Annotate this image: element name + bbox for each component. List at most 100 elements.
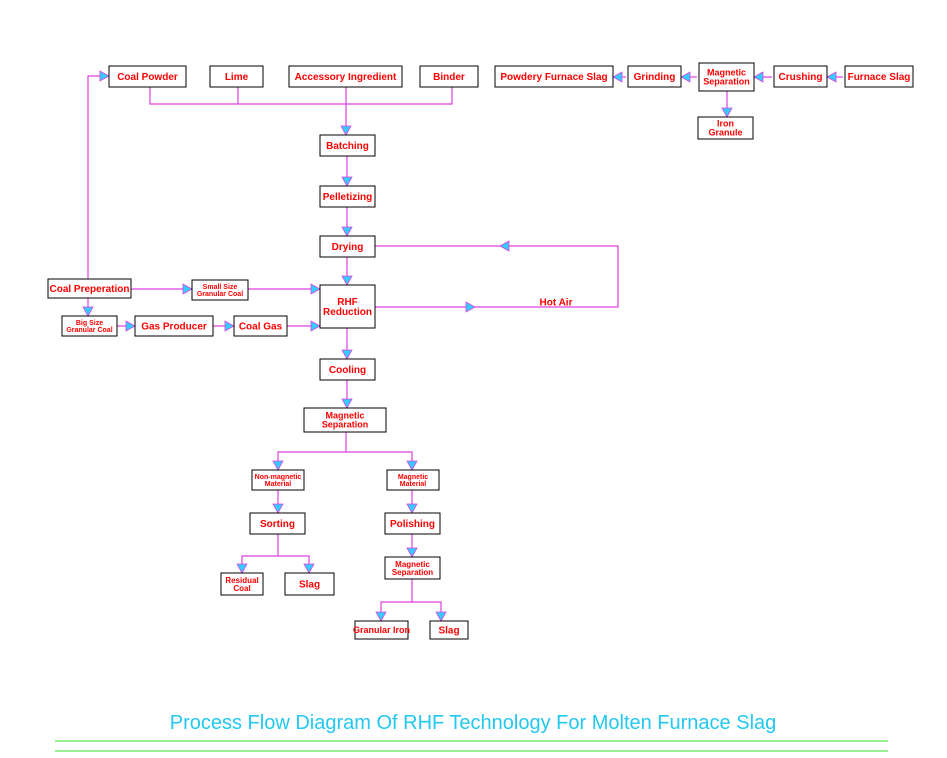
arrowhead — [303, 563, 315, 574]
node-label: Big Size — [76, 320, 103, 327]
connector-line — [241, 534, 279, 573]
node-polishing: Polishing — [384, 512, 441, 535]
arrowhead — [826, 71, 837, 83]
node-box — [249, 512, 306, 535]
node-box — [220, 572, 264, 596]
arrowhead — [435, 611, 447, 622]
arrowhead — [310, 283, 321, 295]
node-label: Material — [400, 481, 427, 488]
node-label: Residual — [225, 576, 258, 585]
node-box — [47, 278, 132, 299]
node-label: Furnace Slag — [848, 72, 911, 83]
node-label: Separation — [322, 420, 369, 430]
arrowhead — [341, 226, 353, 237]
node-powdery-slag: Powdery Furnace Slag — [494, 65, 614, 88]
arrowhead — [341, 349, 353, 360]
arrowhead — [375, 611, 387, 622]
arrowhead — [236, 563, 248, 574]
node-coal-powder: Coal Powder — [108, 65, 187, 88]
connector-line — [375, 245, 619, 308]
node-box — [697, 116, 754, 140]
node-slag-left: Slag — [284, 572, 335, 596]
node-box — [627, 65, 682, 88]
node-label: Separation — [392, 568, 433, 577]
node-box — [844, 65, 914, 88]
node-label: Non-magnetic — [255, 474, 302, 481]
node-box — [303, 407, 387, 433]
arrowhead — [182, 283, 193, 295]
node-label: Magnetic — [707, 68, 746, 78]
node-granular-iron: Granular Iron — [353, 620, 410, 640]
node-label: Magnetic — [398, 474, 428, 481]
node-box — [233, 315, 288, 337]
node-label: Iron — [717, 119, 734, 129]
node-batching: Batching — [319, 134, 376, 157]
arrowhead — [341, 176, 353, 187]
arrowhead — [125, 320, 136, 332]
node-hot-air: Hot Air — [540, 298, 573, 309]
node-label: Magnetic — [395, 560, 430, 569]
node-box — [773, 65, 828, 88]
node-lime: Lime — [209, 65, 264, 88]
arrowhead — [721, 107, 733, 118]
node-drying: Drying — [319, 235, 376, 258]
node-box — [319, 358, 376, 381]
node-box — [698, 62, 755, 92]
node-label: Polishing — [390, 519, 435, 530]
node-sorting: Sorting — [249, 512, 306, 535]
arrowheads — [82, 70, 837, 622]
node-label: Binder — [433, 72, 465, 83]
arrowhead — [224, 320, 235, 332]
node-box — [419, 65, 479, 88]
node-crushing: Crushing — [773, 65, 828, 88]
node-gas-producer: Gas Producer — [134, 315, 214, 337]
node-label: Slag — [299, 580, 320, 591]
node-label: Grinding — [634, 72, 676, 83]
node-box — [494, 65, 614, 88]
node-box — [61, 315, 118, 337]
arrowhead — [340, 125, 352, 136]
node-label: Sorting — [260, 519, 295, 530]
arrowhead — [341, 275, 353, 286]
node-coal-prep: Coal Preperation — [47, 278, 132, 299]
connector-line — [412, 601, 442, 621]
node-label: Slag — [438, 626, 459, 637]
node-label: Granular Iron — [353, 625, 410, 635]
node-label: Separation — [703, 77, 750, 87]
node-box — [319, 235, 376, 258]
node-label: Accessory Ingredient — [295, 72, 397, 83]
node-box — [209, 65, 264, 88]
node-label: Coal — [233, 584, 250, 593]
arrowhead — [406, 547, 418, 558]
node-furnace-slag: Furnace Slag — [844, 65, 914, 88]
node-box — [288, 65, 403, 88]
node-box — [191, 279, 249, 301]
node-box — [429, 620, 469, 640]
node-label: Reduction — [323, 307, 372, 318]
connector-line — [277, 432, 347, 470]
node-label: Coal Preperation — [49, 284, 129, 295]
arrowhead — [272, 460, 284, 471]
node-label: Drying — [332, 242, 364, 253]
node-label: Granule — [708, 128, 742, 138]
node-box — [319, 185, 376, 208]
node-label: Pelletizing — [323, 192, 372, 203]
node-label: Crushing — [779, 72, 823, 83]
node-grinding: Grinding — [627, 65, 682, 88]
connector-line — [149, 87, 453, 105]
node-label: Material — [265, 481, 292, 488]
diagram-title: Process Flow Diagram Of RHF Technology F… — [170, 712, 777, 734]
node-slag-right: Slag — [429, 620, 469, 640]
arrowhead — [272, 503, 284, 514]
arrowhead — [310, 320, 321, 332]
node-box — [134, 315, 214, 337]
node-cooling: Cooling — [319, 358, 376, 381]
process-boxes: Coal Powder Lime Accessory Ingredient Binde… — [47, 62, 914, 640]
node-label: Batching — [326, 141, 369, 152]
